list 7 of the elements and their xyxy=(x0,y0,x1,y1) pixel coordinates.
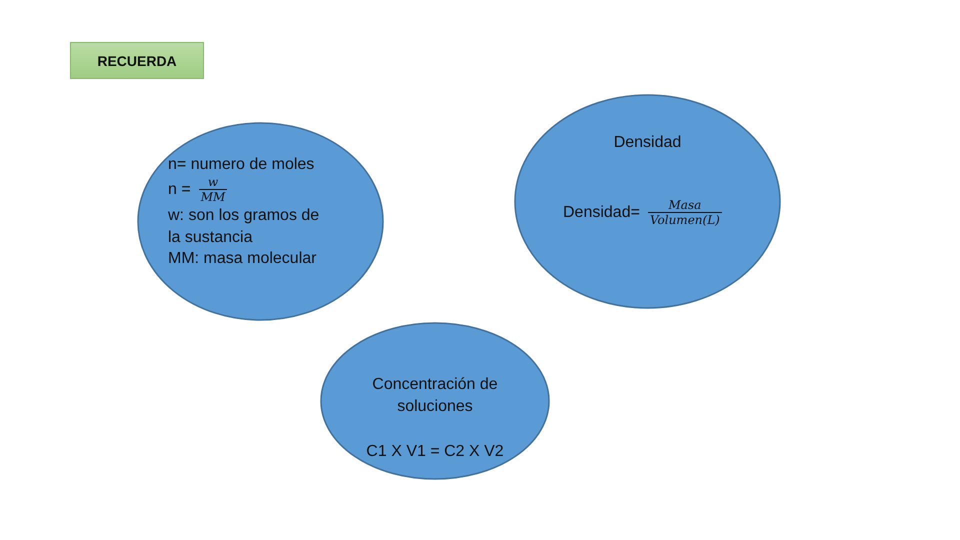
formula: C1 X V1 = C2 X V2 xyxy=(366,443,504,460)
heading-banner: RECUERDA xyxy=(70,42,204,79)
topic-title: Concentración de soluciones xyxy=(372,376,498,415)
definition-text: w: son los gramos de la sustancia xyxy=(168,207,320,246)
definition-text: MM: masa molecular xyxy=(168,250,316,267)
definition-text: n= numero de moles xyxy=(168,156,314,173)
topic-title: Densidad xyxy=(614,134,682,151)
